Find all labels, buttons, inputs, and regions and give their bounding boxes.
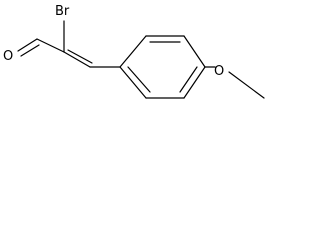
ring-inner-double-2 — [179, 66, 198, 93]
bonds — [17, 20, 265, 99]
ring-bond-4 — [183, 66, 206, 99]
structure-canvas: O Br O — [0, 0, 269, 115]
atom-label-bromine: Br — [55, 4, 70, 19]
ring-bond-1 — [119, 35, 147, 68]
bond-c2-c3 — [63, 51, 91, 68]
bond-c1-c2 — [36, 38, 65, 53]
atom-label-oxygen-methoxy: O — [214, 64, 224, 79]
bond-o-aldehyde-c1 — [17, 38, 38, 52]
molecule-structure: O Br O — [3, 4, 265, 99]
bond-o-aldehyde-c1-double — [20, 44, 40, 57]
ring-bond-6 — [119, 66, 147, 99]
atom-labels: O Br O — [3, 4, 224, 79]
ring-inner-double-3 — [127, 66, 151, 93]
bond-c2-c3-double — [67, 49, 93, 64]
atom-label-oxygen-aldehyde: O — [3, 49, 13, 64]
bond-o-methoxy-ch3 — [228, 71, 265, 99]
ring-bond-3 — [183, 35, 206, 68]
